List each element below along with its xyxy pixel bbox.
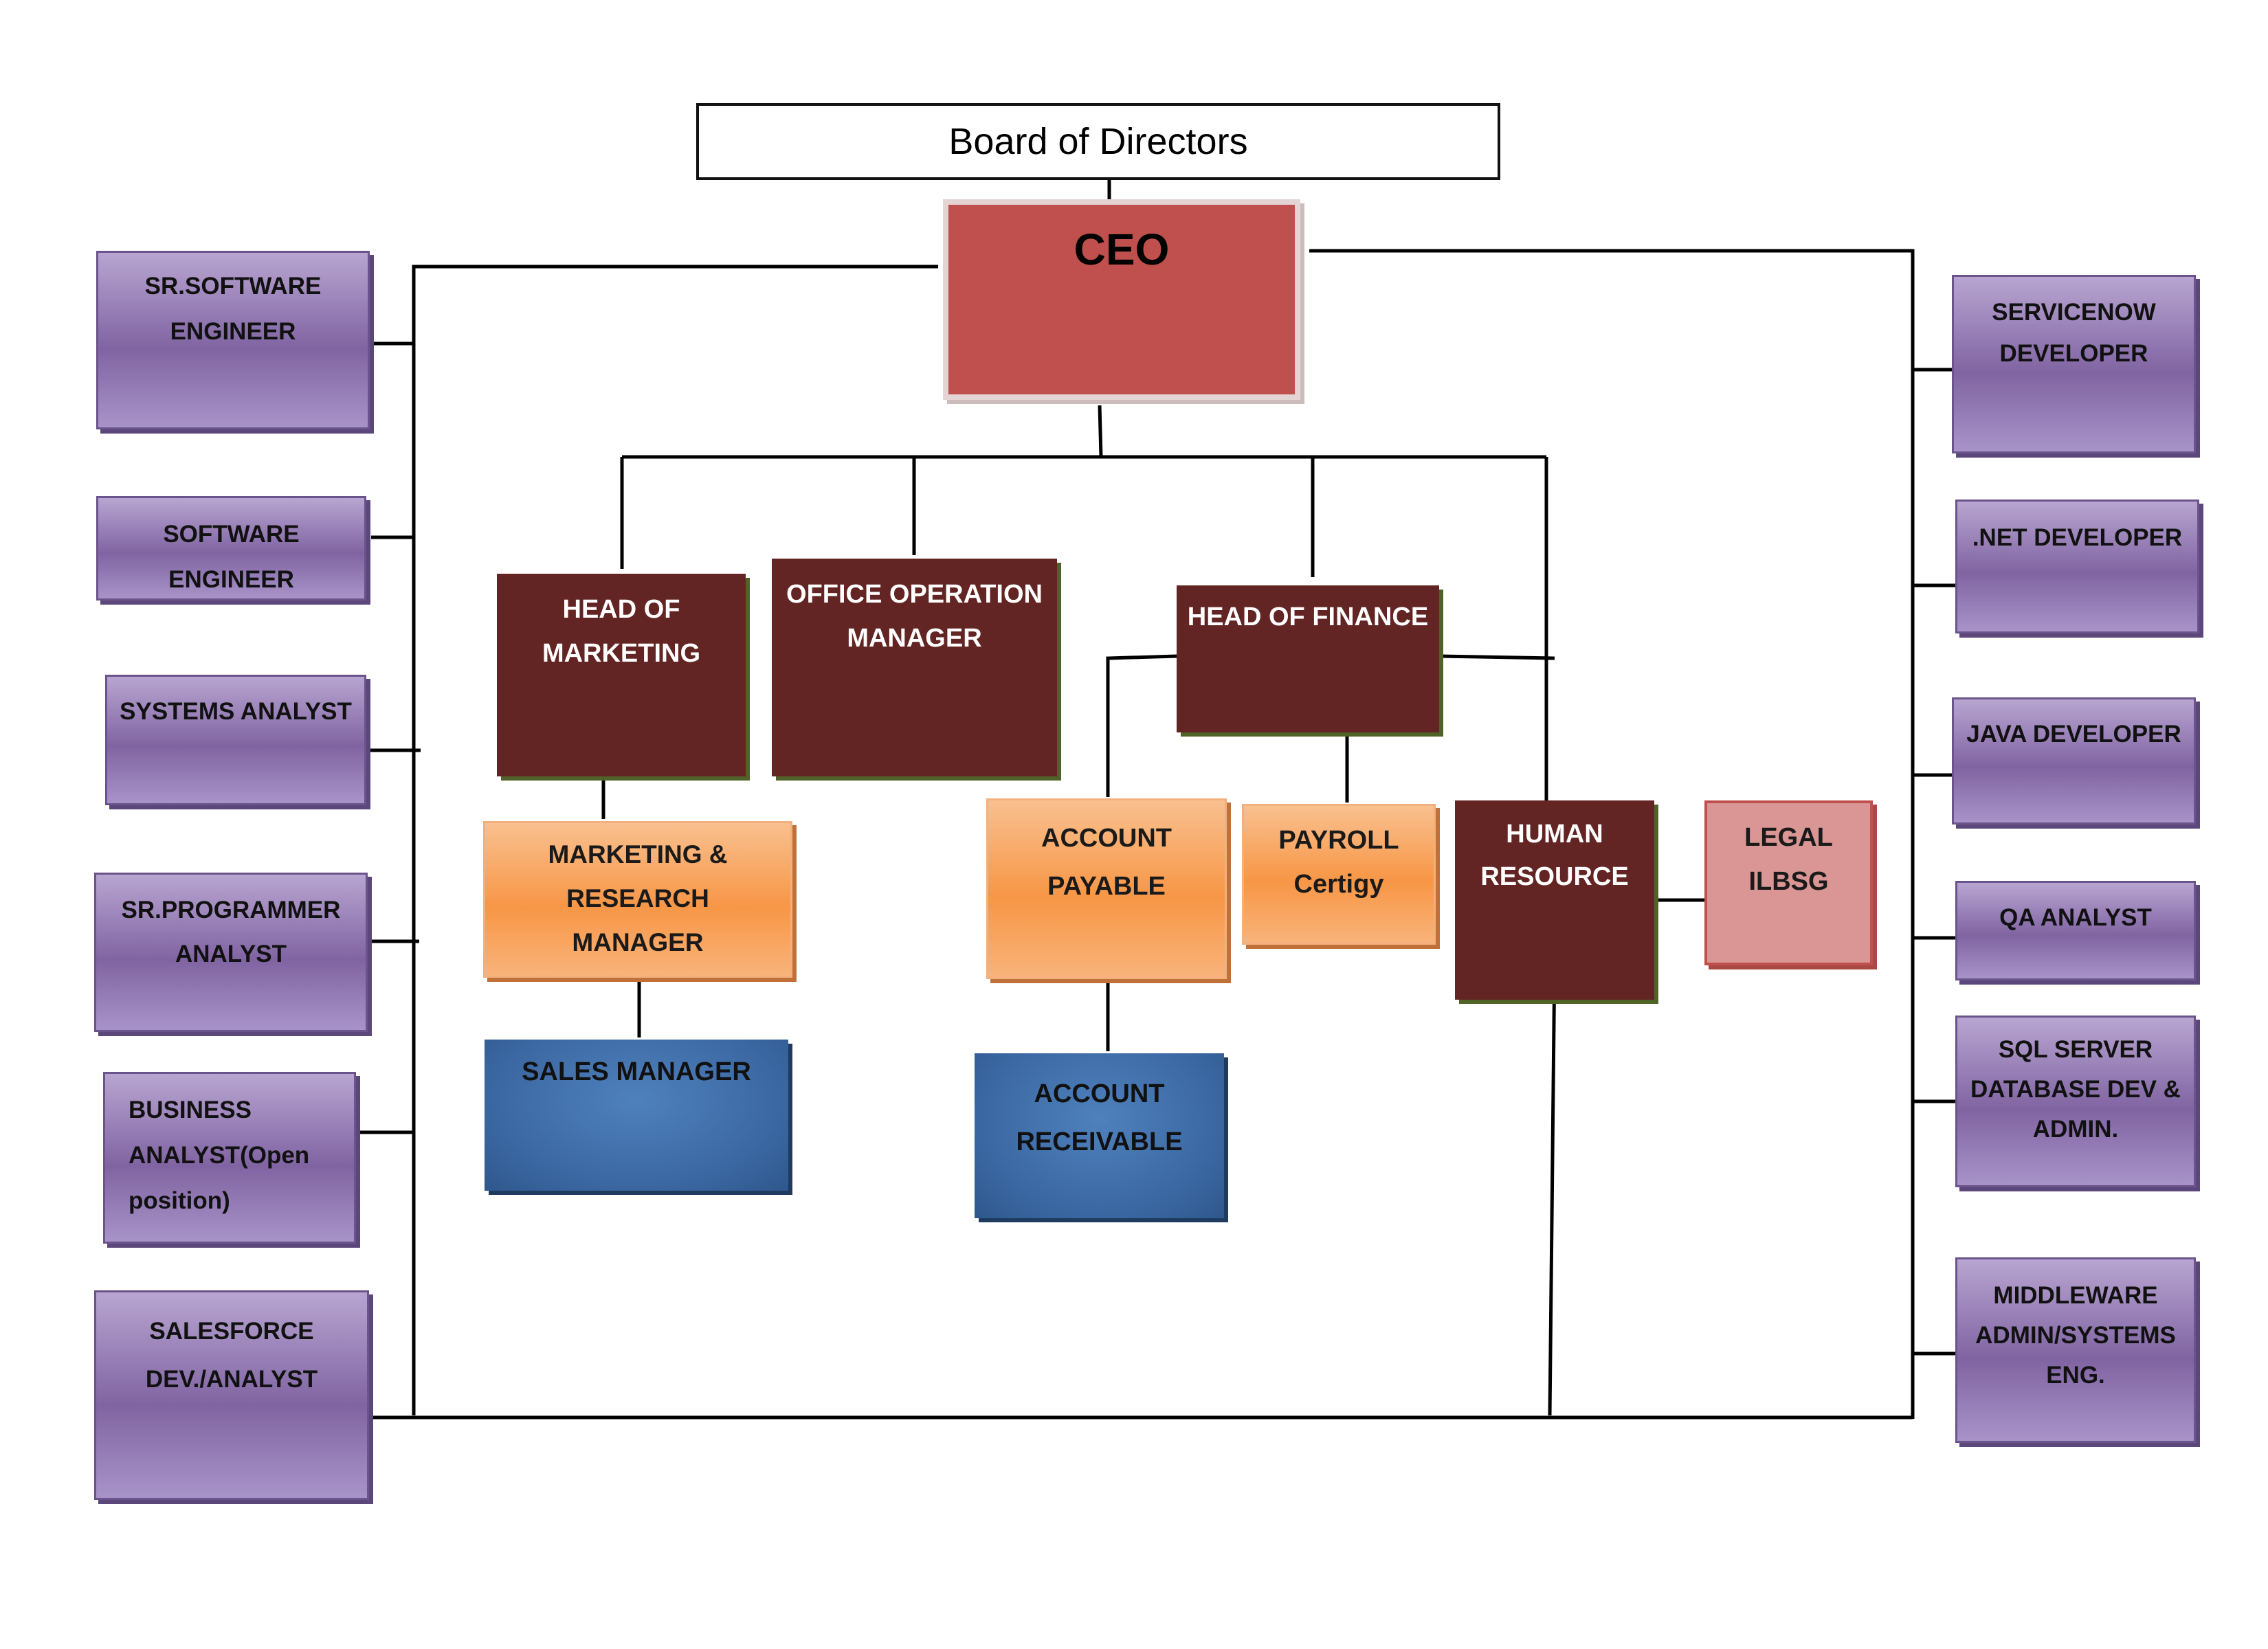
node-label-line: ADMIN. bbox=[2032, 1116, 2119, 1143]
connector-finance-payable bbox=[1106, 654, 1177, 797]
node-label-line: MANAGER bbox=[572, 928, 704, 956]
node-label-line: SOFTWARE ENGINEER bbox=[163, 521, 300, 593]
node-label-line: ANALYST(Open bbox=[129, 1142, 310, 1169]
node-label-line: SALESFORCE bbox=[149, 1318, 314, 1345]
node-label-line: HEAD OF FINANCE bbox=[1187, 603, 1429, 631]
board-of-directors-label: Board of Directors bbox=[948, 121, 1248, 162]
node-label-line: MANAGER bbox=[847, 624, 982, 653]
connector-ceo-bus bbox=[1098, 405, 1103, 458]
node-label-line: ANALYST bbox=[175, 941, 287, 967]
account-receivable-box: ACCOUNT RECEIVABLE bbox=[975, 1053, 1224, 1218]
role-net-developer: .NET DEVELOPER bbox=[1955, 500, 2199, 633]
head-of-marketing-box: HEAD OF MARKETING bbox=[497, 574, 746, 776]
node-label-line: ACCOUNT bbox=[1041, 824, 1172, 853]
node-label-line: SYSTEMS ANALYST bbox=[120, 698, 352, 725]
role-servicenow-developer: SERVICENOW DEVELOPER bbox=[1952, 275, 2196, 453]
node-label-line: SERVICENOW bbox=[1992, 299, 2156, 326]
node-label-line: DATABASE DEV & bbox=[1970, 1076, 2181, 1103]
payroll-box: PAYROLL Certigy bbox=[1242, 804, 1436, 945]
node-label-line: SQL SERVER bbox=[1998, 1036, 2153, 1063]
node-label-line: SR.PROGRAMMER bbox=[121, 897, 341, 923]
node-label-line: position) bbox=[129, 1187, 230, 1214]
sales-manager-box: SALES MANAGER bbox=[485, 1040, 788, 1191]
role-java-developer: JAVA DEVELOPER bbox=[1952, 697, 2196, 824]
ceo-box: CEO bbox=[943, 199, 1300, 400]
node-label-line: ACCOUNT bbox=[1034, 1079, 1165, 1108]
node-label-line: ILBSG bbox=[1748, 867, 1829, 896]
node-label-line: OFFICE OPERATION bbox=[786, 580, 1043, 609]
node-label-line: DEV./ANALYST bbox=[145, 1366, 318, 1393]
node-label-line: BUSINESS bbox=[129, 1097, 252, 1123]
account-payable-box: ACCOUNT PAYABLE bbox=[986, 798, 1227, 979]
human-resource-box: HUMAN RESOURCE bbox=[1455, 800, 1654, 1000]
role-sr-programmer-analyst: SR.PROGRAMMER ANALYST bbox=[94, 873, 368, 1032]
connector-hr-bottom bbox=[1548, 958, 1557, 1416]
node-label-line: DEVELOPER bbox=[1999, 340, 2148, 367]
connector-ceo-left-rail bbox=[412, 265, 938, 1415]
node-label-line: HUMAN bbox=[1506, 820, 1603, 849]
ceo-label: CEO bbox=[1074, 225, 1170, 274]
connector-finance-hr bbox=[1439, 654, 1555, 660]
node-label-line: ENG. bbox=[2046, 1362, 2105, 1389]
node-label-line: MIDDLEWARE bbox=[1993, 1282, 2158, 1309]
node-label-line: MARKETING & RESEARCH bbox=[548, 840, 728, 912]
role-middleware-admin: MIDDLEWARE ADMIN/SYSTEMS ENG. bbox=[1955, 1257, 2196, 1443]
node-label-line: HEAD OF bbox=[562, 595, 680, 624]
office-operation-manager-box: OFFICE OPERATION MANAGER bbox=[772, 559, 1057, 776]
role-salesforce-dev-analyst: SALESFORCE DEV./ANALYST bbox=[94, 1290, 369, 1500]
role-systems-analyst: SYSTEMS ANALYST bbox=[105, 675, 366, 805]
node-label-line: SR.SOFTWARE bbox=[144, 273, 322, 300]
node-label-line: QA ANALYST bbox=[1999, 904, 2152, 931]
node-label-line: RECEIVABLE bbox=[1016, 1128, 1183, 1156]
node-label-line: ENGINEER bbox=[170, 318, 296, 345]
node-label-line: RESOURCE bbox=[1480, 862, 1629, 891]
connector-ceo-right-rail bbox=[1309, 249, 1915, 1419]
legal-box: LEGAL ILBSG bbox=[1704, 800, 1873, 965]
head-of-finance-box: HEAD OF FINANCE bbox=[1177, 585, 1439, 732]
board-of-directors-box: Board of Directors bbox=[696, 103, 1500, 180]
node-label-line: ADMIN/SYSTEMS bbox=[1975, 1322, 2176, 1349]
node-label-line: PAYABLE bbox=[1047, 872, 1166, 901]
role-software-engineer: SOFTWARE ENGINEER bbox=[96, 496, 366, 601]
role-sql-server-database: SQL SERVER DATABASE DEV & ADMIN. bbox=[1955, 1016, 2196, 1187]
role-business-analyst: BUSINESS ANALYST(Open position) bbox=[103, 1072, 356, 1244]
role-qa-analyst: QA ANALYST bbox=[1955, 881, 2196, 980]
node-label-line: SALES MANAGER bbox=[522, 1057, 751, 1086]
node-label-line: JAVA DEVELOPER bbox=[1966, 721, 2181, 748]
node-label-line: PAYROLL bbox=[1278, 826, 1399, 855]
node-label-line: .NET DEVELOPER bbox=[1972, 524, 2183, 551]
marketing-research-manager-box: MARKETING & RESEARCH MANAGER bbox=[483, 821, 792, 978]
node-label-line: Certigy bbox=[1293, 870, 1384, 899]
node-label-line: LEGAL bbox=[1744, 823, 1833, 852]
node-label-line: MARKETING bbox=[542, 639, 701, 668]
role-sr-software-engineer: SR.SOFTWARE ENGINEER bbox=[96, 251, 370, 429]
